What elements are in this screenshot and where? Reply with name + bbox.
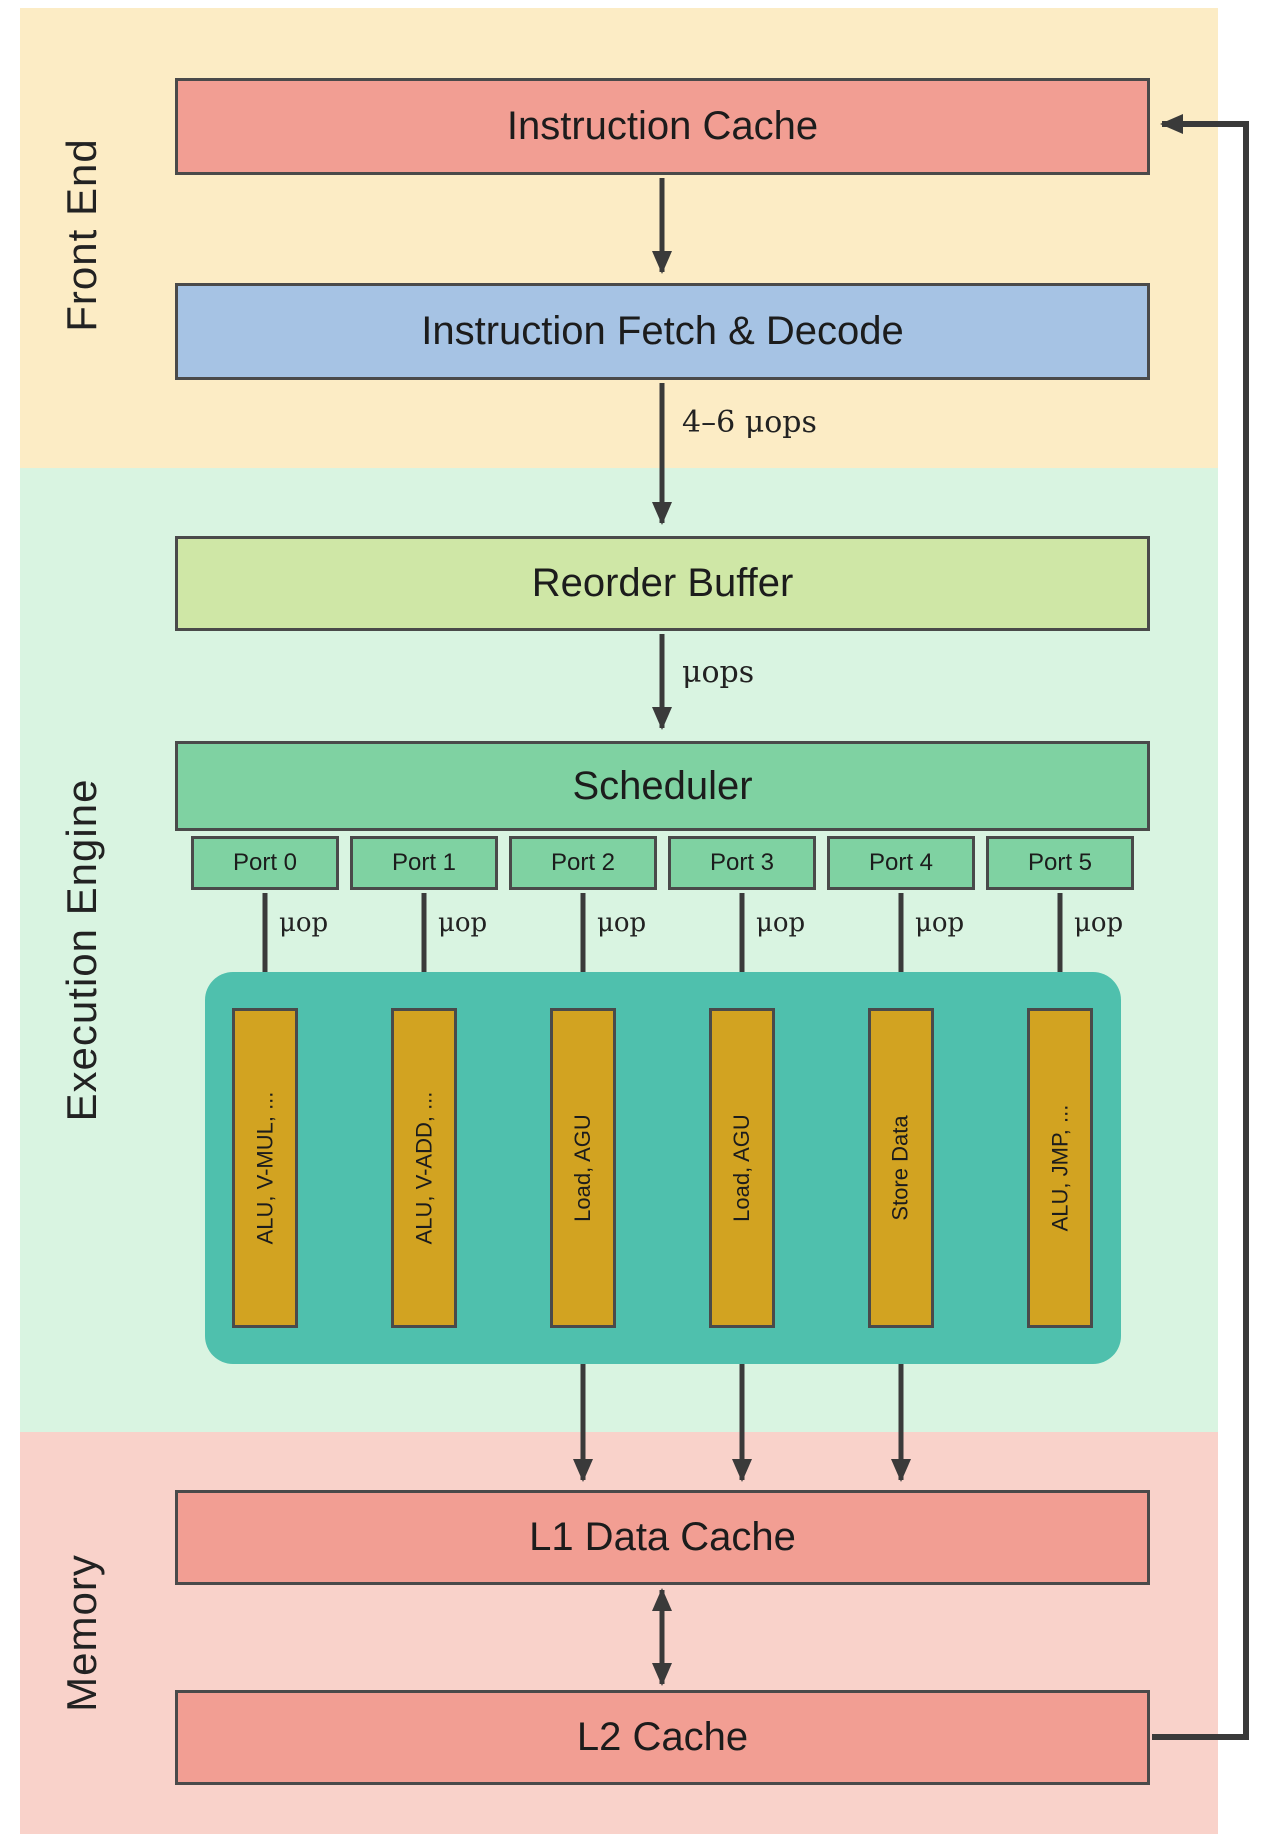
front-end-label: Front End [58,138,105,332]
l1-data-cache-box: L1 Data Cache [175,1490,1150,1585]
uop-label-port-5: μop [1074,908,1124,938]
port-4: Port 4 [827,836,975,890]
exec-unit-label: Load, AGU [729,1114,755,1222]
scheduler-box: Scheduler [175,741,1150,831]
exec-unit-label: ALU, JMP, ... [1047,1104,1072,1232]
exec-unit-label: Load, AGU [570,1114,596,1222]
exec-unit-label: Store Data [888,1115,914,1221]
exec-unit-label: ALU, V-MUL, ... [252,1091,278,1245]
decode-output-label: 4–6 μops [682,405,817,440]
front-end-section [20,8,1218,468]
exec-unit-port-2: Load, AGU [550,1008,616,1328]
port-3: Port 3 [668,836,816,890]
exec-unit-port-3: Load, AGU [709,1008,775,1328]
l2-cache-box: L2 Cache [175,1690,1150,1785]
uop-label-port-0: μop [279,908,329,938]
port-5: Port 5 [986,836,1134,890]
fetch-decode-box: Instruction Fetch & Decode [175,283,1150,380]
uop-label-port-2: μop [597,908,647,938]
port-0: Port 0 [191,836,339,890]
uop-label-port-3: μop [756,908,806,938]
uop-label-port-4: μop [915,908,965,938]
exec-unit-port-1: ALU, V-ADD, ... [391,1008,457,1328]
exec-unit-label: ALU, V-ADD, ... [411,1091,437,1245]
instruction-cache-box: Instruction Cache [175,78,1150,175]
reorder-buffer-output-label: μops [682,655,755,690]
port-2: Port 2 [509,836,657,890]
uop-label-port-1: μop [438,908,488,938]
execution-engine-label: Execution Engine [58,778,105,1122]
memory-label: Memory [58,1554,105,1712]
exec-unit-port-5: ALU, JMP, ... [1027,1008,1093,1328]
exec-unit-port-4: Store Data [868,1008,934,1328]
port-1: Port 1 [350,836,498,890]
execution-units-container [205,972,1121,1364]
reorder-buffer-box: Reorder Buffer [175,536,1150,631]
exec-unit-port-0: ALU, V-MUL, ... [232,1008,298,1328]
